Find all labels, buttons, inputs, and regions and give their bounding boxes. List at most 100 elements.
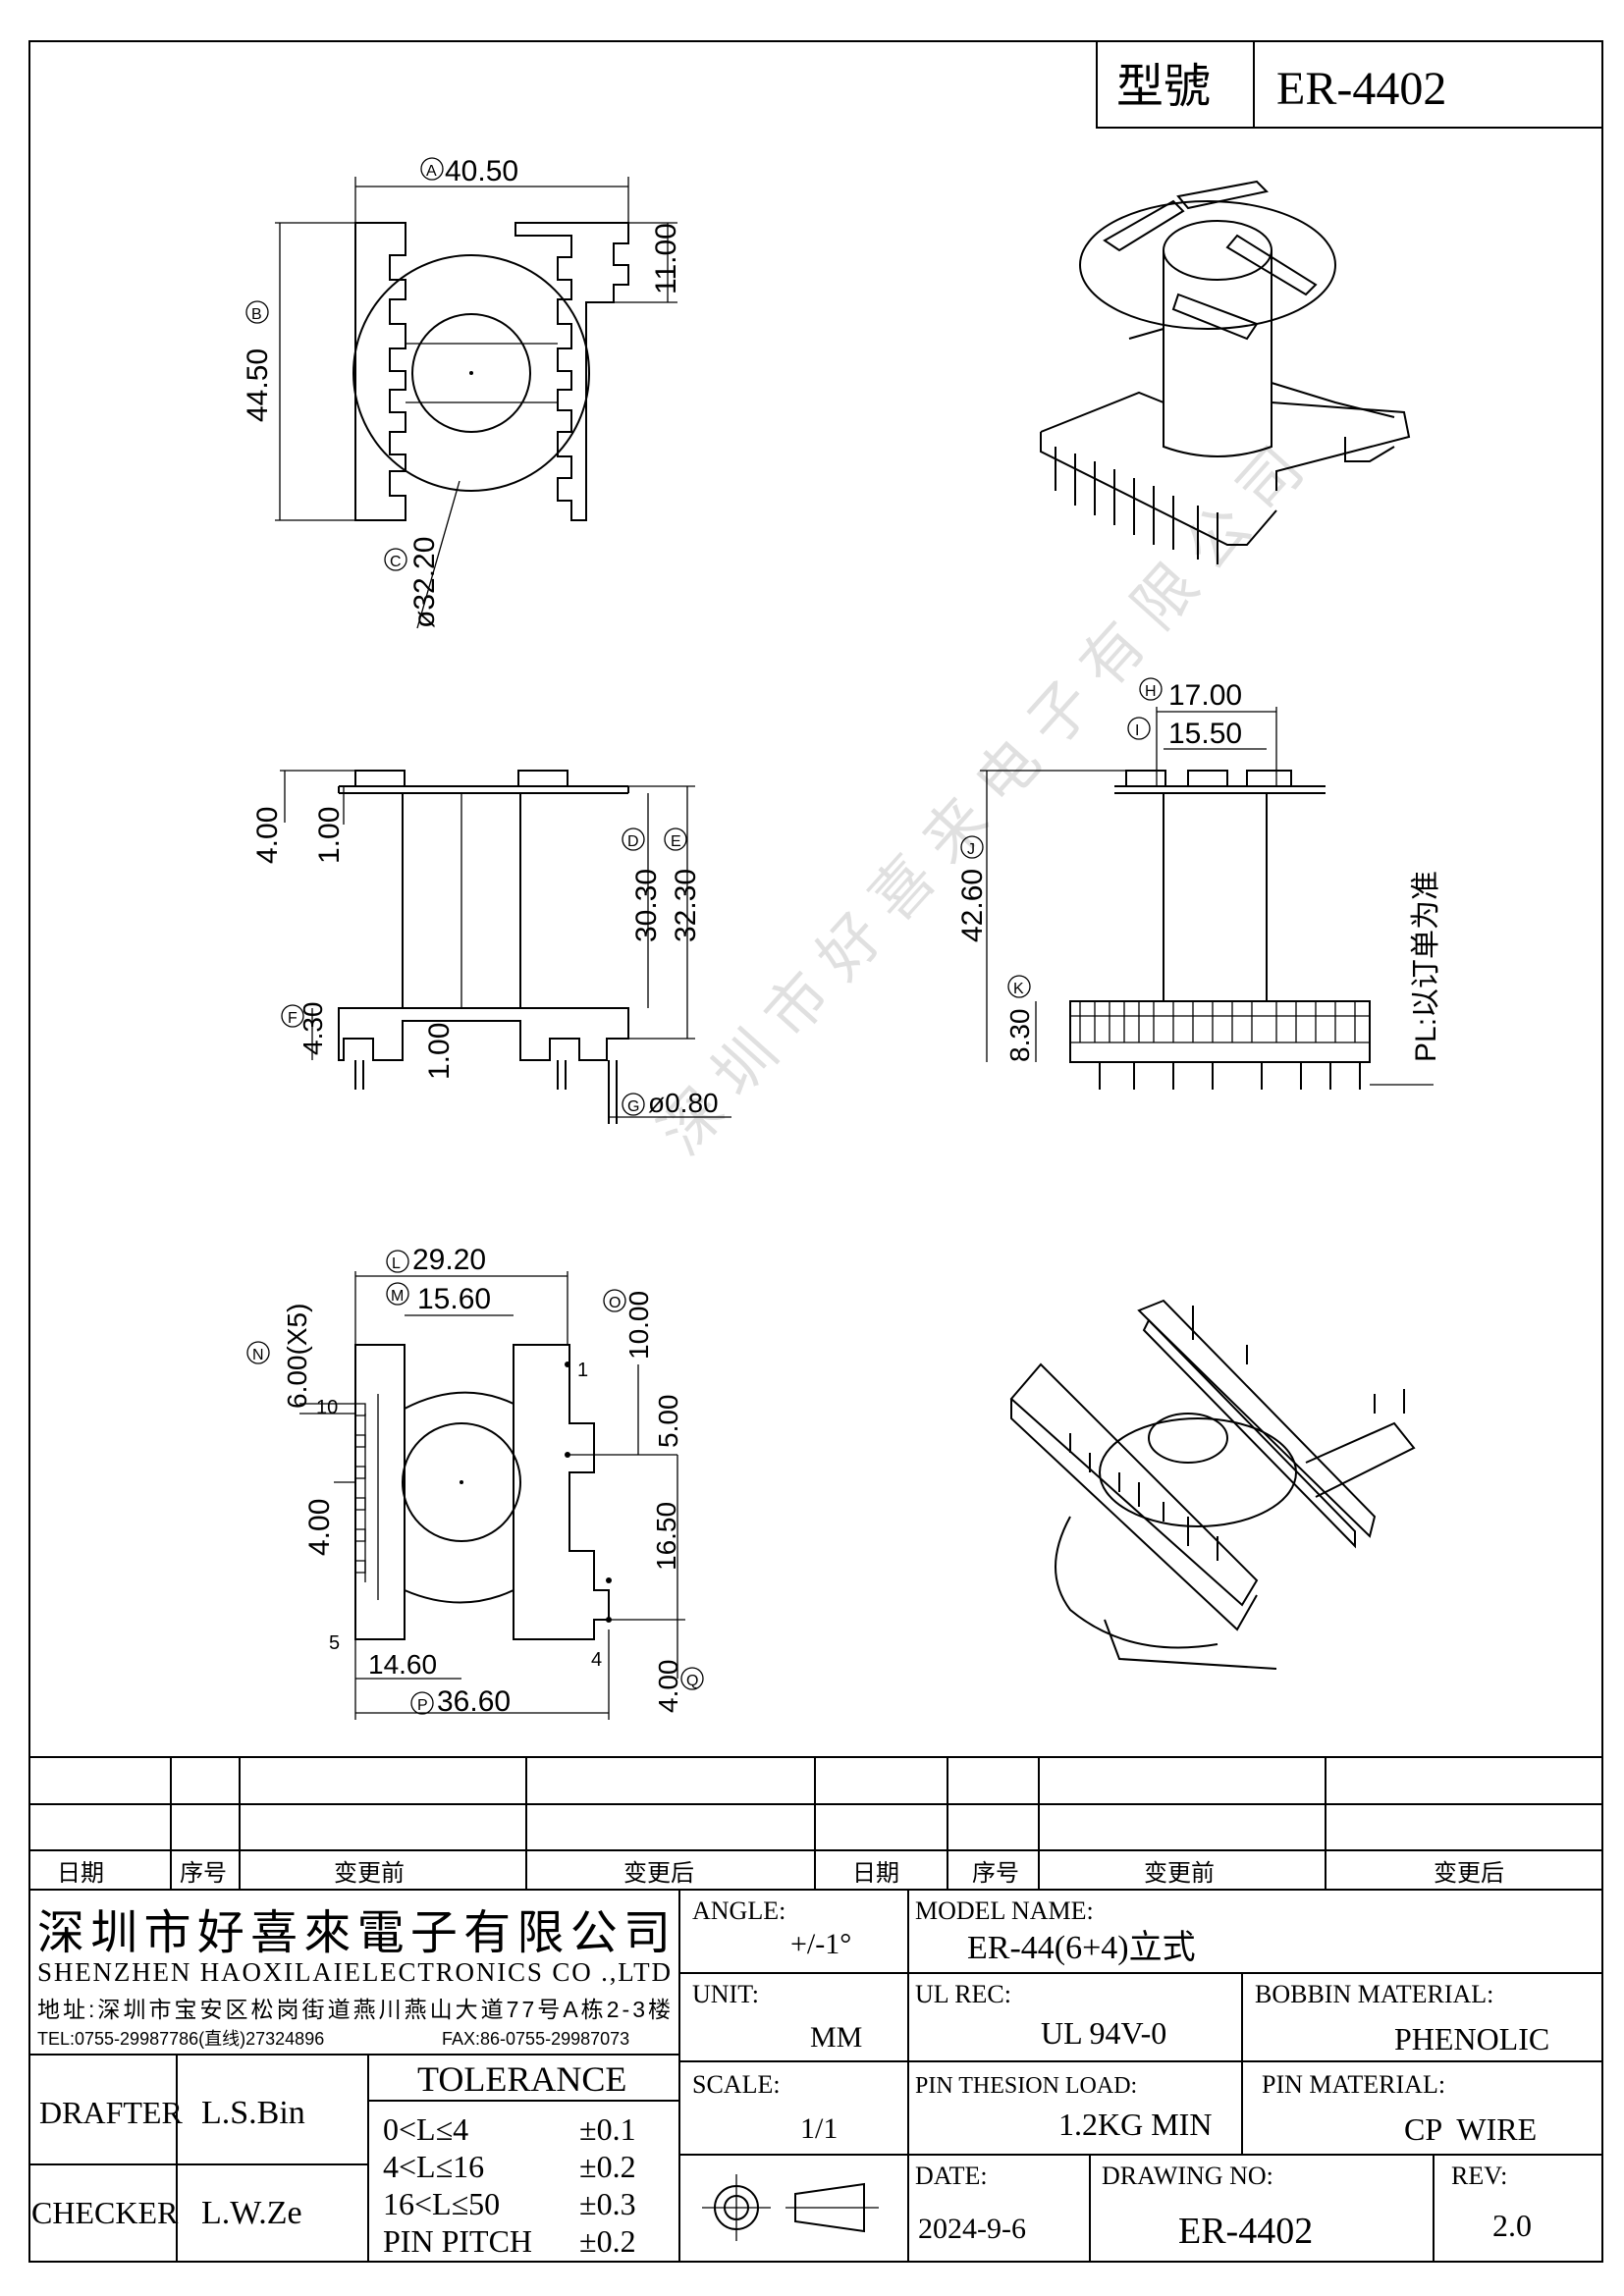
tol-value-1: ±0.1	[579, 2111, 636, 2147]
hist-after-2: 变更后	[1434, 1860, 1504, 1887]
checker-name: L.W.Ze	[201, 2195, 302, 2231]
dim-c: ø32.20	[408, 537, 441, 628]
svg-text:P: P	[417, 1697, 428, 1714]
pin-load-label: PIN THESION LOAD:	[915, 2073, 1137, 2099]
spec-block: ANGLE: +/-1° UNIT: MM SCALE: 1/1 MODEL N…	[679, 1890, 1602, 2262]
hist-before-2: 变更前	[1144, 1860, 1215, 1887]
company-fax: FAX:86-0755-29987073	[442, 2029, 629, 2049]
pin-load-value: 1.2KG MIN	[1058, 2107, 1212, 2142]
dim-1b: 1.00	[423, 1023, 456, 1080]
dim-d: 30.30	[630, 869, 663, 942]
dim-14-6: 14.60	[368, 1649, 437, 1680]
bottom-view: 1 4 5 10 L 29.20 M 15.60 N 6.00(X5) 4.00…	[246, 1244, 704, 1720]
front-view: H 17.00 I 15.50 J 42.60 K 8.30 PL:以订单为准	[956, 677, 1442, 1090]
tol-range-1: 0<L≤4	[383, 2111, 468, 2147]
svg-text:N: N	[252, 1347, 264, 1363]
ul-label: UL REC:	[915, 1980, 1011, 2008]
tol-range-3: 16<L≤50	[383, 2186, 500, 2221]
company-address: 地址:深圳市宝安区松岗街道燕川燕山大道77号A栋2-3楼	[37, 1997, 671, 2022]
dim-4: 4.00	[251, 807, 284, 864]
svg-text:E: E	[671, 833, 681, 850]
dim-g: ø0.80	[648, 1088, 719, 1118]
date-label: DATE:	[915, 2162, 988, 2190]
dim-j: 42.60	[956, 869, 989, 942]
revision-history: 日期 序号 变更前 变更后 日期 序号 变更前 变更后	[29, 1756, 1602, 1891]
svg-text:M: M	[391, 1288, 404, 1305]
tol-range-2: 4<L≤16	[383, 2149, 484, 2184]
company-tel: TEL:0755-29987786(直线)27324896	[37, 2029, 324, 2049]
dim-o: 10.00	[623, 1291, 654, 1360]
pin-5: 5	[329, 1632, 340, 1654]
svg-text:K: K	[1013, 981, 1024, 997]
dim-i: 15.50	[1168, 718, 1242, 750]
bobbin-label: BOBBIN MATERIAL:	[1255, 1980, 1493, 2008]
svg-text:Q: Q	[686, 1673, 698, 1689]
dim-e: 32.30	[670, 869, 702, 942]
pin-10: 10	[316, 1397, 338, 1418]
model-name-value: ER-44(6+4)立式	[967, 1929, 1196, 1966]
model-header-value: ER-4402	[1276, 63, 1446, 115]
svg-text:O: O	[609, 1295, 621, 1311]
top-view: A 40.50 B 44.50 11.00 C ø32.20	[242, 155, 682, 629]
svg-text:G: G	[627, 1098, 639, 1115]
hist-after-1: 变更后	[623, 1860, 694, 1887]
tolerance-title: TOLERANCE	[417, 2059, 626, 2099]
dim-b: 44.50	[242, 348, 274, 422]
ul-value: UL 94V-0	[1041, 2015, 1166, 2051]
svg-text:H: H	[1145, 683, 1157, 700]
iso-view-bottom	[1009, 1299, 1416, 1670]
unit-label: UNIT:	[692, 1980, 759, 2008]
sheet-border	[28, 40, 1603, 2263]
drafter-label: DRAFTER	[39, 2095, 183, 2130]
people-block: DRAFTER L.S.Bin CHECKER L.W.Ze	[29, 2055, 369, 2262]
dim-n: 6.00(X5)	[282, 1304, 312, 1409]
dim-h: 17.00	[1168, 679, 1242, 712]
dim-p: 36.60	[437, 1685, 511, 1718]
dim-1a: 1.00	[313, 807, 346, 864]
projection-symbol	[702, 2174, 879, 2241]
dim-f: 4.30	[298, 1002, 328, 1056]
tol-value-2: ±0.2	[579, 2149, 636, 2184]
hist-before-1: 变更前	[334, 1860, 405, 1887]
dim-l: 29.20	[412, 1244, 486, 1276]
dim-q: 4.00	[653, 1660, 683, 1714]
pin-4: 4	[591, 1649, 602, 1671]
tol-value-4: ±0.2	[579, 2223, 636, 2259]
side-view: 4.00 1.00 D 30.30 E 32.30 F 4.30 1.00 G …	[251, 770, 731, 1124]
rev-value: 2.0	[1492, 2208, 1532, 2243]
model-header: 型號 ER-4402	[1096, 40, 1603, 129]
pin-mat-value: CP WIRE	[1404, 2111, 1537, 2147]
svg-text:L: L	[392, 1255, 401, 1272]
tolerance-block: TOLERANCE 0<L≤4 ±0.1 4<L≤16 ±0.2 16<L≤50…	[368, 2059, 679, 2259]
svg-text:I: I	[1135, 722, 1139, 739]
drafter-name: L.S.Bin	[201, 2095, 305, 2131]
dim-k: 8.30	[1004, 1009, 1035, 1063]
dim-5: 5.00	[653, 1395, 683, 1449]
date-value: 2024-9-6	[918, 2213, 1026, 2245]
pin-1: 1	[577, 1360, 588, 1381]
angle-label: ANGLE:	[692, 1896, 785, 1925]
svg-text:D: D	[627, 833, 639, 850]
hist-seq-1: 序号	[180, 1860, 227, 1887]
bobbin-value: PHENOLIC	[1394, 2021, 1549, 2056]
model-header-label: 型號	[1116, 61, 1211, 113]
iso-view-top	[1040, 180, 1411, 564]
hist-date-2: 日期	[852, 1860, 899, 1887]
dim-16-5: 16.50	[651, 1502, 681, 1571]
core-hole	[411, 313, 531, 433]
model-name-label: MODEL NAME:	[915, 1896, 1094, 1925]
tol-value-3: ±0.3	[579, 2186, 636, 2221]
company-name-cn: 深圳市好喜來電子有限公司	[37, 1907, 671, 1959]
pin-mat-label: PIN MATERIAL:	[1262, 2070, 1445, 2099]
dim-a: 40.50	[445, 155, 518, 187]
scale-value: 1/1	[800, 2112, 838, 2145]
scale-label: SCALE:	[692, 2070, 781, 2099]
angle-value: +/-1°	[790, 1928, 851, 1960]
dim-11: 11.00	[650, 223, 682, 294]
drawing-no-label: DRAWING NO:	[1102, 2162, 1273, 2190]
hist-seq-2: 序号	[972, 1860, 1019, 1887]
rev-label: REV:	[1451, 2162, 1507, 2190]
dim-4b: 4.00	[303, 1499, 336, 1556]
company-name-en: SHENZHEN HAOXILAIELECTRONICS CO .,LTD	[37, 1957, 671, 1987]
